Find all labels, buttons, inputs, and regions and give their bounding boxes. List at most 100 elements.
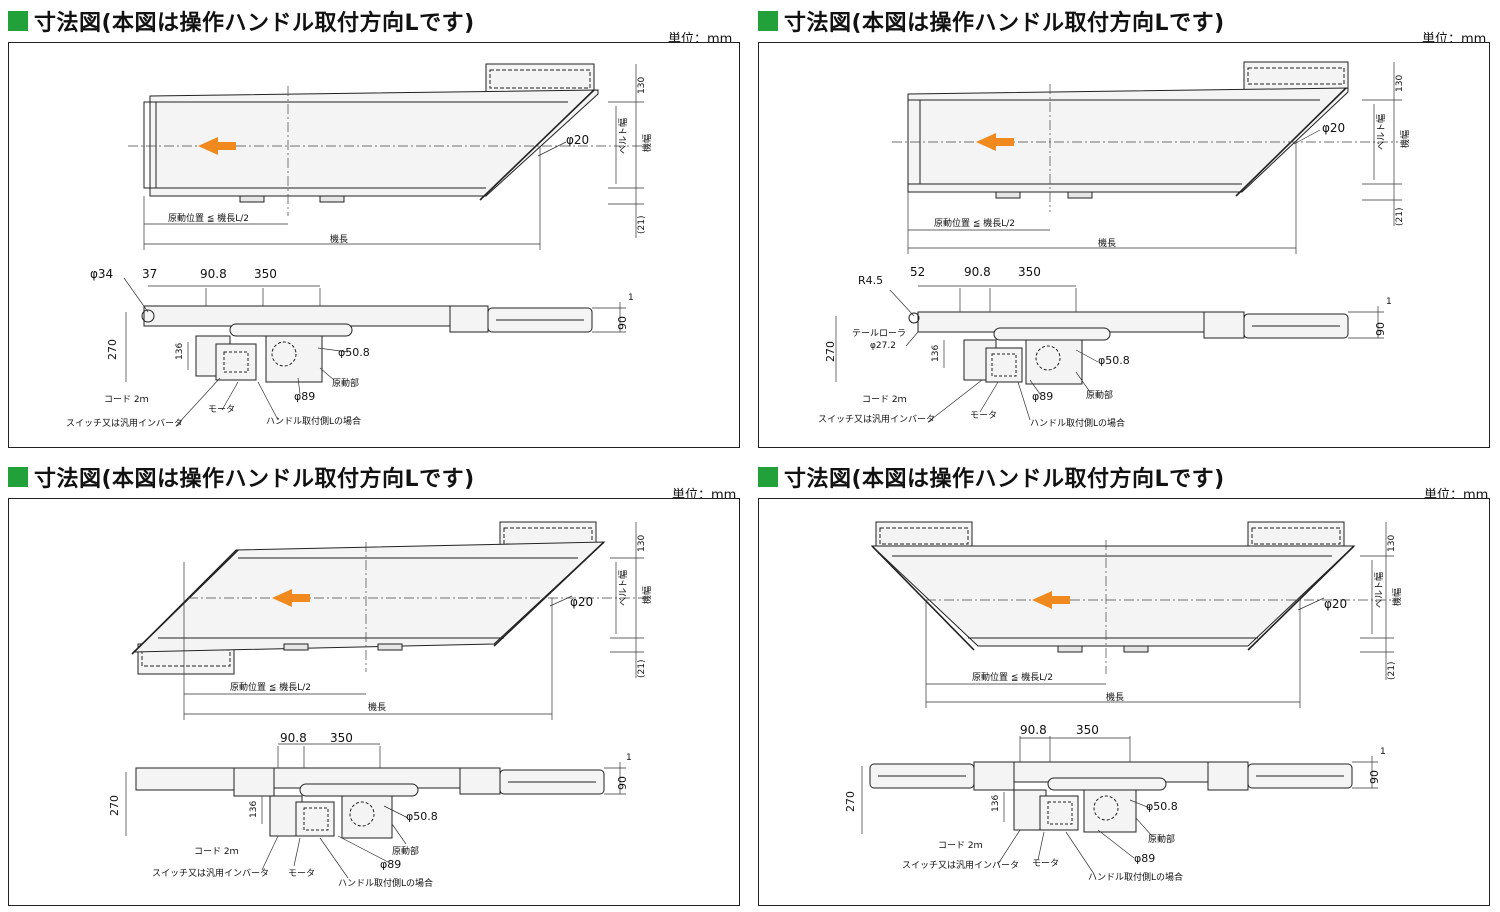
motor-label: モータ bbox=[208, 404, 235, 415]
dim-90-8: 90.8 bbox=[1020, 723, 1047, 737]
drive-position-label: 原動位置 ≦ 機長L/2 bbox=[972, 671, 1053, 683]
dim-90: 90 bbox=[1368, 770, 1381, 784]
side-view: 90.8 350 1 90 270 136 φ50.8 φ89 コード 2ｍ ス… bbox=[108, 731, 632, 889]
dim-90: 90 bbox=[1374, 322, 1387, 336]
machine-length-label: 機長 bbox=[330, 233, 348, 245]
green-square-icon bbox=[8, 11, 28, 31]
machine-width-label: 機幅 bbox=[641, 134, 653, 152]
panel-title: 寸法図(本図は操作ハンドル取付方向Lです) bbox=[34, 467, 475, 492]
dim-left: 37 bbox=[142, 267, 157, 281]
panel-header: 寸法図(本図は操作ハンドル取付方向Lです) bbox=[8, 6, 475, 36]
switch-label: スイッチ又は汎用インバータ bbox=[902, 860, 1019, 871]
dim-136: 136 bbox=[175, 343, 185, 360]
machine-width-label: 機幅 bbox=[1391, 588, 1403, 606]
dim-1: 1 bbox=[628, 293, 634, 303]
motor-box bbox=[985, 347, 1023, 383]
phi50-8-label: φ50.8 bbox=[406, 810, 438, 823]
panel-header: 寸法図(本図は操作ハンドル取付方向Lです) bbox=[758, 462, 1225, 492]
r45-label: R4.5 bbox=[858, 274, 883, 287]
drive-position-label: 原動位置 ≦ 機長L/2 bbox=[230, 681, 311, 693]
dim-136: 136 bbox=[991, 795, 1001, 812]
dim-1: 1 bbox=[626, 753, 632, 763]
dim-21: (21) bbox=[1395, 208, 1405, 226]
return-conveyor-box bbox=[1243, 61, 1349, 91]
return-conveyor-box bbox=[485, 63, 595, 95]
panel-title: 寸法図(本図は操作ハンドル取付方向Lです) bbox=[784, 11, 1225, 36]
phi89-label: φ89 bbox=[1032, 390, 1053, 403]
top-view: 130 ベルト幅 機幅 (21) φ20 原動位置 ≦ 機長L/2 機長 bbox=[892, 61, 1411, 254]
panel-title: 寸法図(本図は操作ハンドル取付方向Lです) bbox=[34, 11, 475, 36]
drive-unit-box bbox=[341, 795, 393, 839]
side-view: φ34 37 90.8 350 1 90 270 136 φ50.8 φ89 コ… bbox=[66, 267, 634, 429]
top-view: 130 ベルト幅 機幅 (21) φ20 原動位置 ≦ 機長L/2 機長 bbox=[128, 63, 653, 250]
dim-350: 350 bbox=[330, 731, 353, 745]
dim-90: 90 bbox=[616, 776, 629, 790]
cord-label: コード 2ｍ bbox=[862, 395, 907, 405]
diagram-panel: 寸法図(本図は操作ハンドル取付方向Lです) 単位：mm bbox=[758, 462, 1494, 908]
dim-90-8: 90.8 bbox=[280, 731, 307, 745]
cord-label: コード 2ｍ bbox=[938, 841, 983, 851]
diagram-panel: 寸法図(本図は操作ハンドル取付方向Lです) 単位：mm bbox=[8, 462, 743, 908]
cord-label: コード 2ｍ bbox=[194, 847, 239, 857]
dim-21: (21) bbox=[637, 660, 647, 678]
dim-130: 130 bbox=[637, 77, 647, 94]
belt-width-label: ベルト幅 bbox=[617, 570, 629, 606]
phi50-8-label: φ50.8 bbox=[338, 346, 370, 359]
side-view: R4.5 52 90.8 350 テールローラ φ27.2 1 90 270 1… bbox=[818, 265, 1392, 429]
dim-90: 90 bbox=[616, 316, 629, 330]
dim-136: 136 bbox=[249, 801, 259, 818]
motor-label: モータ bbox=[1032, 858, 1059, 869]
dimension-drawing: 130 ベルト幅 機幅 (21) φ20 原動位置 ≦ 機長L/2 機長 bbox=[66, 63, 653, 429]
phi20-label: φ20 bbox=[1322, 121, 1345, 135]
diagram-panel: 寸法図(本図は操作ハンドル取付方向Lです) 単位：mm bbox=[8, 6, 743, 450]
machine-width-label: 機幅 bbox=[1399, 130, 1411, 148]
green-square-icon bbox=[758, 11, 778, 31]
switch-label: スイッチ又は汎用インバータ bbox=[152, 868, 269, 879]
belt-width-label: ベルト幅 bbox=[1375, 114, 1387, 150]
switch-label: スイッチ又は汎用インバータ bbox=[66, 418, 183, 429]
phi34-label: φ34 bbox=[90, 267, 113, 281]
dimension-drawing: 130 ベルト幅 機幅 (21) φ20 原動位置 ≦ 機長L/2 機長 bbox=[818, 61, 1411, 429]
drive-position-label: 原動位置 ≦ 機長L/2 bbox=[168, 212, 249, 224]
panel-header: 寸法図(本図は操作ハンドル取付方向Lです) bbox=[758, 6, 1225, 36]
drive-unit-box bbox=[265, 335, 323, 383]
motor-label: モータ bbox=[288, 868, 315, 879]
dim-21: (21) bbox=[637, 216, 647, 234]
dimension-drawing: 130 ベルト幅 機幅 (21) φ20 原動位置 ≦ 機長L/2 機長 bbox=[844, 521, 1403, 883]
drive-unit-label: 原動部 bbox=[392, 845, 419, 857]
handle-side-label: ハンドル取付側Lの場合 bbox=[338, 877, 433, 889]
dim-270: 270 bbox=[106, 339, 119, 360]
flow-direction-arrow bbox=[1032, 591, 1070, 609]
dim-350: 350 bbox=[254, 267, 277, 281]
phi89-label: φ89 bbox=[1134, 852, 1155, 865]
phi20-label: φ20 bbox=[570, 595, 593, 609]
side-view: 90.8 350 1 90 270 136 φ50.8 φ89 コード 2ｍ ス… bbox=[844, 723, 1386, 883]
conveyor-belt-body bbox=[149, 89, 599, 197]
green-square-icon bbox=[8, 467, 28, 487]
phi20-label: φ20 bbox=[566, 133, 589, 147]
dim-90-8: 90.8 bbox=[200, 267, 227, 281]
dim-1: 1 bbox=[1386, 297, 1392, 307]
diagram-panel: 寸法図(本図は操作ハンドル取付方向Lです) 単位：mm bbox=[758, 6, 1494, 450]
dim-130: 130 bbox=[1395, 75, 1405, 92]
phi89-label: φ89 bbox=[380, 858, 401, 871]
machine-length-label: 機長 bbox=[1106, 691, 1124, 703]
handle-side-label: ハンドル取付側Lの場合 bbox=[1088, 871, 1183, 883]
switch-label: スイッチ又は汎用インバータ bbox=[818, 414, 935, 425]
belt-width-label: ベルト幅 bbox=[1373, 572, 1385, 608]
cord-label: コード 2ｍ bbox=[104, 395, 149, 405]
drive-unit-label: 原動部 bbox=[1148, 833, 1175, 845]
top-view: 130 ベルト幅 機幅 (21) φ20 原動位置 ≦ 機長L/2 機長 bbox=[131, 521, 653, 720]
phi50-8-label: φ50.8 bbox=[1098, 354, 1130, 367]
drive-unit-label: 原動部 bbox=[1086, 389, 1113, 401]
conveyor-belt-body bbox=[907, 87, 1349, 193]
dim-270: 270 bbox=[824, 341, 837, 362]
panel-header: 寸法図(本図は操作ハンドル取付方向Lです) bbox=[8, 462, 475, 492]
belt-width-label: ベルト幅 bbox=[617, 118, 629, 154]
dim-21: (21) bbox=[1387, 662, 1397, 680]
machine-length-label: 機長 bbox=[368, 701, 386, 713]
flow-direction-arrow bbox=[976, 133, 1014, 151]
drive-unit-label: 原動部 bbox=[332, 377, 359, 389]
dim-130: 130 bbox=[1387, 535, 1397, 552]
dim-136: 136 bbox=[931, 345, 941, 362]
